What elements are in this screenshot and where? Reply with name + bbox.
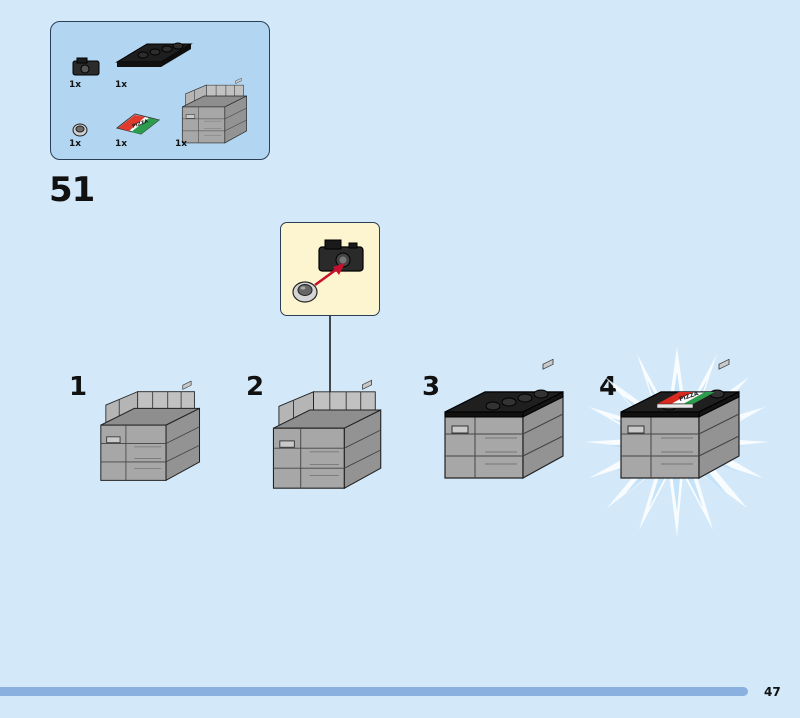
sub-assembly-callout bbox=[280, 222, 380, 316]
page-number: 47 bbox=[764, 685, 781, 699]
lens-piece-icon bbox=[292, 281, 318, 303]
lens-piece-icon bbox=[72, 123, 88, 137]
crate-with-plate-icon bbox=[444, 358, 564, 479]
substep-label-1: 1 bbox=[69, 372, 88, 402]
lens-piece-quantity: 1x bbox=[69, 139, 82, 149]
footer-bar bbox=[0, 687, 748, 696]
camera-icon bbox=[72, 57, 100, 76]
crate-with-camera-icon bbox=[272, 379, 382, 489]
camera-icon bbox=[318, 239, 364, 272]
substep-label-2: 2 bbox=[246, 372, 265, 402]
parts-list-box: 1x 1x 1x PIZZA 1x 1x bbox=[50, 21, 270, 160]
step-number: 51 bbox=[49, 170, 95, 210]
pizza-tile-icon: PIZZA bbox=[656, 390, 716, 409]
pizza-tile-print: PIZZA bbox=[131, 118, 149, 129]
substep-label-4: 4 bbox=[599, 372, 618, 402]
crate-with-pizza-icon: PIZZA bbox=[620, 358, 740, 479]
black-plate-quantity: 1x bbox=[115, 80, 128, 90]
crate-quantity: 1x bbox=[175, 139, 188, 149]
black-plate-icon bbox=[115, 42, 193, 67]
arrow-icon bbox=[314, 263, 345, 287]
pizza-tile-quantity: 1x bbox=[115, 139, 128, 149]
crate-icon bbox=[100, 380, 201, 481]
pizza-tile-icon: PIZZA bbox=[115, 113, 161, 135]
camera-quantity: 1x bbox=[69, 80, 82, 90]
substep-label-3: 3 bbox=[422, 372, 441, 402]
